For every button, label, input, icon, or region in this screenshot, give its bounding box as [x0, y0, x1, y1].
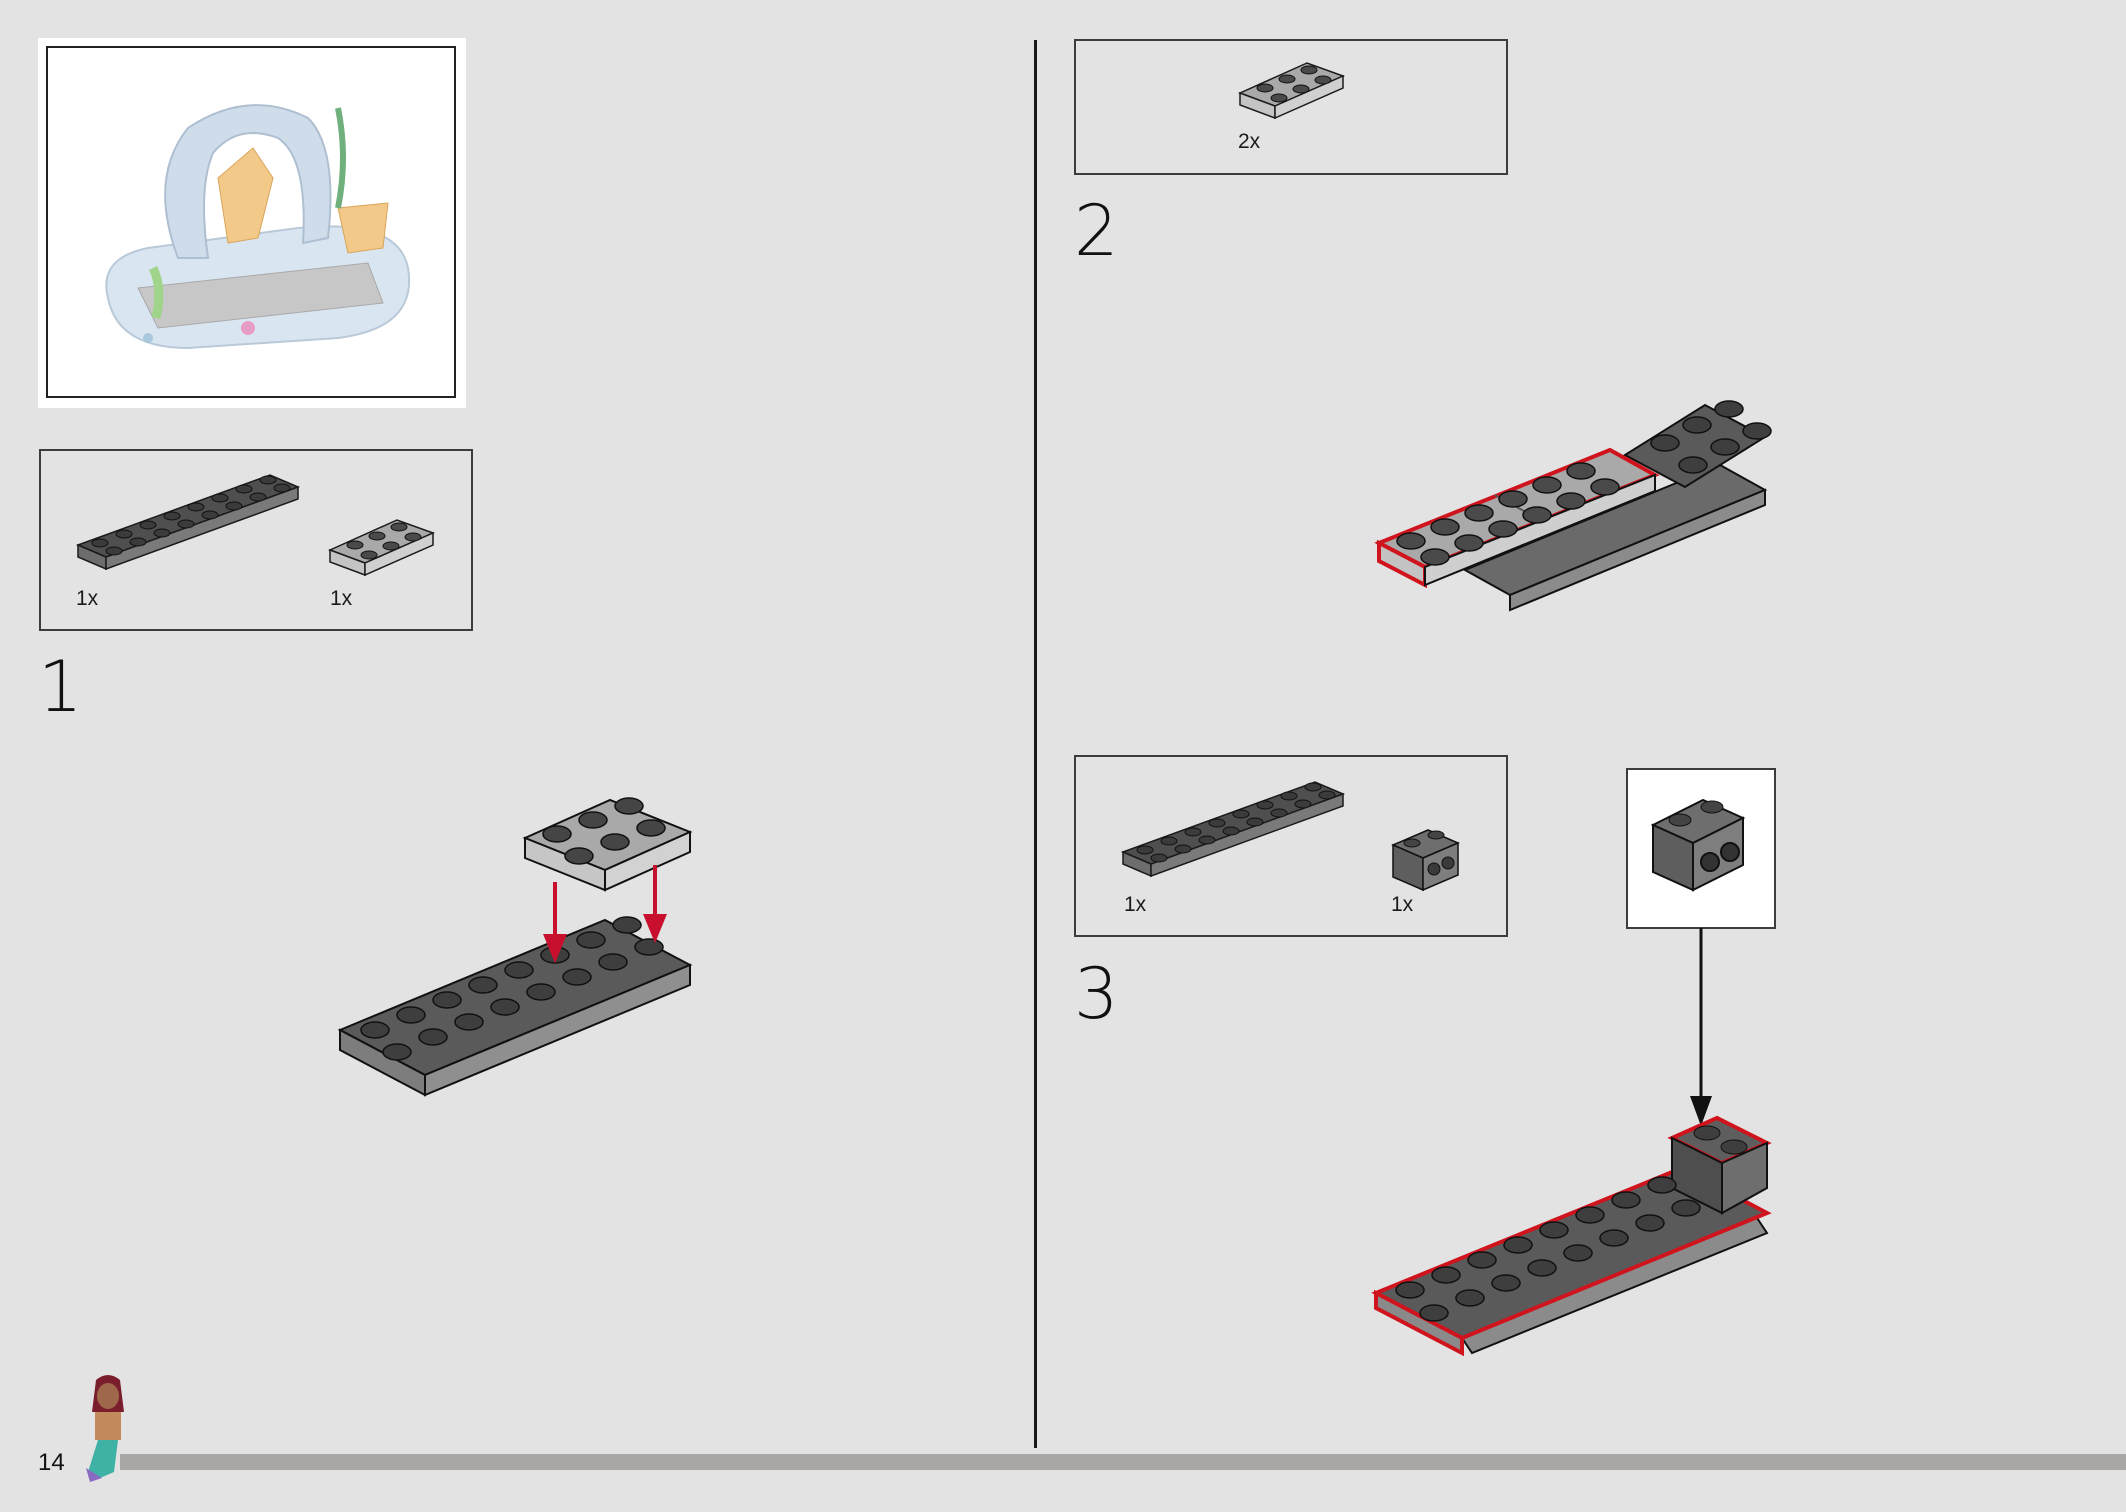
page-divider	[1034, 40, 1037, 1448]
plate-2x3-light-grey-icon	[328, 519, 436, 577]
step2-number: 2	[1074, 190, 1119, 272]
step1-parts-box	[39, 449, 473, 631]
step1-assembly	[337, 797, 693, 1097]
brick-1x2-side-studs-icon	[1391, 829, 1460, 892]
step1-part1-qty: 1x	[76, 587, 99, 610]
step1-number: 1	[38, 646, 83, 728]
step3-part1-qty: 1x	[1124, 893, 1147, 916]
model-overview-frame	[38, 38, 466, 408]
step2-parts-box	[1074, 39, 1508, 175]
step3-parts-box	[1074, 755, 1508, 937]
step1-part2-qty: 1x	[330, 587, 353, 610]
plate-2x8-dark-grey-icon	[1120, 781, 1346, 878]
step2-assembly	[1374, 400, 1772, 612]
plate-2x3-light-grey-icon	[1238, 62, 1346, 120]
footer-bar	[120, 1454, 2126, 1470]
brick-1x2-side-studs-callout-icon	[1650, 798, 1746, 892]
step3-assembly	[1371, 928, 1772, 1357]
step2-part1-qty: 2x	[1238, 130, 1261, 153]
plate-2x8-dark-grey-icon	[75, 474, 301, 571]
mermaid-minifigure-icon	[86, 1375, 124, 1482]
model-overview-image	[105, 104, 411, 350]
step3-number: 3	[1074, 953, 1119, 1035]
step3-part2-qty: 1x	[1391, 893, 1414, 916]
page-number: 14	[38, 1449, 65, 1476]
